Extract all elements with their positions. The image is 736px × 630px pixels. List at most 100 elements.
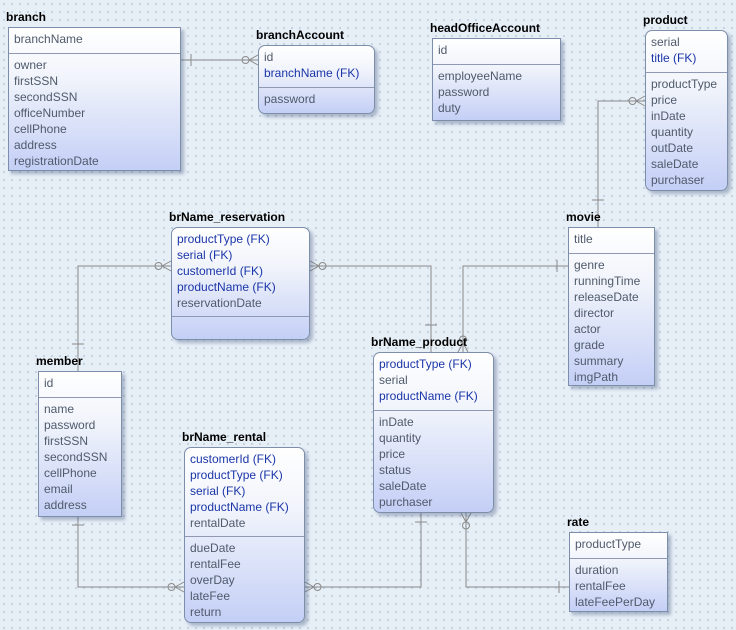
attribute-productname-fk[interactable]: productName (FK) [190,500,289,514]
entity-branch[interactable]: branch branchName owner firstSSN secondSSN of… [6,10,181,171]
key-section: id [39,372,121,398]
relationship-line [597,100,645,227]
attribute-indate[interactable]: inDate [651,109,686,123]
attribute-quantity[interactable]: quantity [379,431,422,445]
attribute-rentalfee[interactable]: rentalFee [575,579,626,593]
attribute-summary[interactable]: summary [574,354,624,368]
attribute-firstssn[interactable]: firstSSN [14,74,59,88]
attribute-registrationdate[interactable]: registrationDate [14,154,99,168]
attribute-latefee[interactable]: lateFee [190,589,231,603]
entity-member[interactable]: member id name password firstSSN secondSSN cel… [36,354,122,517]
attribute-return[interactable]: return [190,605,222,619]
attribute-officenumber[interactable]: officeNumber [14,106,86,120]
entity-title: rate [567,515,590,529]
attribute-branchname-fk[interactable]: branchName (FK) [264,66,360,80]
attribute-secondssn[interactable]: secondSSN [44,450,108,464]
attribute-title[interactable]: title [574,232,593,246]
attribute-password[interactable]: password [264,92,316,106]
attribute-purchaser[interactable]: purchaser [651,173,705,187]
attribute-cellphone[interactable]: cellPhone [14,122,67,136]
attribute-section: name password firstSSN secondSSN cellPhone em… [39,398,121,513]
attribute-address[interactable]: address [44,498,87,512]
attribute-releasedate[interactable]: releaseDate [574,290,639,304]
attribute-password[interactable]: password [44,418,96,432]
entity-title: member [36,354,83,368]
attribute-customerid-fk[interactable]: customerId (FK) [177,264,264,278]
many-marker [462,342,469,353]
entity-title: branch [6,10,47,24]
attribute-reservationdate[interactable]: reservationDate [177,296,262,310]
attribute-genre[interactable]: genre [574,258,605,272]
attribute-firstssn[interactable]: firstSSN [44,434,89,448]
attribute-runningtime[interactable]: runningTime [574,274,641,288]
attribute-productname-fk[interactable]: productName (FK) [177,280,276,294]
attribute-section [172,317,309,320]
many-marker [465,512,472,523]
attribute-serial[interactable]: serial [651,35,680,49]
attribute-saledate[interactable]: saleDate [379,479,427,493]
attribute-producttype-fk[interactable]: productType (FK) [379,357,472,371]
entity-title: movie [566,210,601,224]
optional-marker [154,262,163,270]
attribute-duty[interactable]: duty [438,101,461,115]
attribute-customerid-fk[interactable]: customerId (FK) [190,452,277,466]
attribute-id[interactable]: id [264,50,274,64]
attribute-director[interactable]: director [574,306,615,320]
attribute-producttype-fk[interactable]: productType (FK) [177,232,270,246]
attribute-id[interactable]: id [438,43,448,57]
attribute-id[interactable]: id [44,376,54,390]
attribute-serial-fk[interactable]: serial (FK) [190,484,246,498]
attribute-status[interactable]: status [379,463,412,477]
attribute-price[interactable]: price [651,93,678,107]
attribute-cellphone[interactable]: cellPhone [44,466,97,480]
attribute-indate[interactable]: inDate [379,415,414,429]
key-section: productType (FK) serial (FK) customerId (F… [172,228,309,317]
attribute-actor[interactable]: actor [574,322,601,336]
attribute-outdate[interactable]: outDate [651,141,694,155]
attribute-section: duration rentalFee lateFeePerDay [570,559,667,610]
attribute-duration[interactable]: duration [575,563,619,577]
attribute-latefeeperday[interactable]: lateFeePerDay [575,595,656,609]
key-section: title [569,228,654,254]
attribute-title-fk[interactable]: title (FK) [651,51,697,65]
attribute-duedate[interactable]: dueDate [190,541,236,555]
attribute-section: password [259,88,374,107]
attribute-price[interactable]: price [379,447,406,461]
attribute-name[interactable]: name [44,402,75,416]
attribute-saledate[interactable]: saleDate [651,157,699,171]
entity-movie[interactable]: movie title genre runningTime releaseDate dir… [566,210,655,386]
attribute-owner[interactable]: owner [14,58,47,72]
attribute-section: productType price inDate quantity outDate sal… [646,73,727,188]
attribute-imgpath[interactable]: imgPath [574,370,619,384]
attribute-employeename[interactable]: employeeName [438,69,523,83]
attribute-password[interactable]: password [438,85,490,99]
attribute-rentalfee[interactable]: rentalFee [190,557,241,571]
many-marker [309,265,320,272]
attribute-quantity[interactable]: quantity [651,125,694,139]
attribute-serial[interactable]: serial [379,373,408,387]
key-section: id branchName (FK) [259,46,374,88]
attribute-producttype[interactable]: productType [575,537,642,551]
attribute-producttype-fk[interactable]: productType (FK) [190,468,283,482]
attribute-overday[interactable]: overDay [190,573,235,587]
attribute-address[interactable]: address [14,138,57,152]
attribute-serial-fk[interactable]: serial (FK) [177,248,233,262]
attribute-purchaser[interactable]: purchaser [379,495,433,509]
attribute-branchname[interactable]: branchName [14,32,83,46]
attribute-producttype[interactable]: productType [651,77,718,91]
attribute-grade[interactable]: grade [574,338,605,352]
attribute-email[interactable]: email [44,482,73,496]
entity-box: id branchName (FK) password [258,45,375,114]
entity-rate[interactable]: rate productType duration rentalFee lateFeeP… [567,515,668,612]
attribute-section: dueDate rentalFee overDay lateFee return [185,537,304,620]
attribute-secondssn[interactable]: secondSSN [14,90,78,104]
attribute-productname-fk[interactable]: productName (FK) [379,389,478,403]
attribute-rentaldate[interactable]: rentalDate [190,516,246,530]
